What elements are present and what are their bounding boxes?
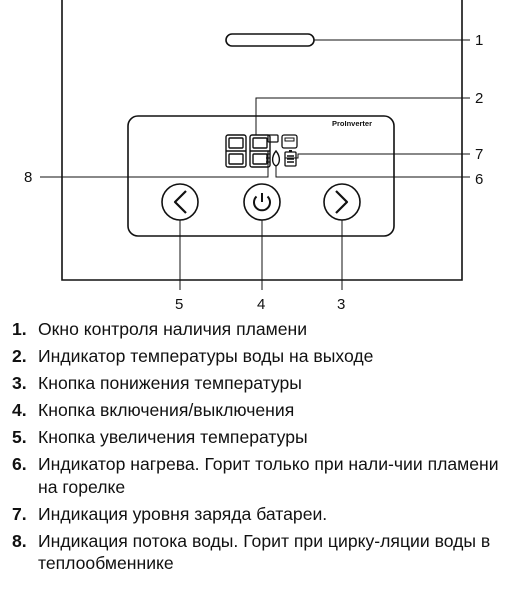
- legend-item: 8. Индикация потока воды. Горит при цирк…: [12, 530, 512, 575]
- legend-text: Кнопка увеличения температуры: [38, 427, 308, 447]
- legend-text: Индикатор температуры воды на выходе: [38, 346, 374, 366]
- legend-item: 4. Кнопка включения/выключения: [12, 399, 512, 422]
- callout-number: 8: [24, 169, 32, 186]
- status-box-small: [267, 134, 279, 143]
- water-flow-icon: [266, 151, 270, 165]
- power-button[interactable]: [243, 183, 281, 221]
- battery-icon: [284, 150, 297, 167]
- legend-item: 1. Окно контроля наличия пламени: [12, 318, 512, 341]
- temperature-down-button[interactable]: [161, 183, 199, 221]
- legend-text: Индикация потока воды. Горит при цирку-л…: [38, 530, 491, 574]
- legend-number: 4.: [12, 400, 27, 420]
- power-icon: [253, 193, 271, 212]
- callout-number: 5: [175, 296, 183, 313]
- legend-number: 6.: [12, 454, 27, 474]
- legend-text: Окно контроля наличия пламени: [38, 319, 308, 339]
- callout-number: 4: [257, 296, 265, 313]
- legend-number: 8.: [12, 530, 27, 551]
- brand-label: ProInverter: [332, 119, 372, 128]
- callout-number: 1: [475, 32, 483, 49]
- legend-item: 3. Кнопка понижения температуры: [12, 372, 512, 395]
- legend-item: 5. Кнопка увеличения температуры: [12, 426, 512, 449]
- callout-number: 7: [475, 146, 483, 163]
- legend-text: Индикатор нагрева. Горит только при нали…: [38, 454, 499, 497]
- callout-number: 2: [475, 90, 483, 107]
- heater-front-panel-diagram: ProInverter: [24, 0, 483, 313]
- legend-text: Индикация уровня заряда батареи.: [38, 503, 328, 524]
- chevron-left-icon: [173, 190, 187, 214]
- legend-list: 1. Окно контроля наличия пламени 2. Инди…: [12, 318, 512, 579]
- legend-number: 1.: [12, 319, 27, 339]
- legend-text: Кнопка понижения температуры: [38, 373, 302, 393]
- legend-number: 7.: [12, 503, 27, 524]
- legend-text: Кнопка включения/выключения: [38, 400, 295, 420]
- flame-window: [225, 33, 315, 47]
- callout-leader-lines: [40, 39, 470, 290]
- callout-number: 6: [475, 171, 483, 188]
- unit-indicator-inner: [284, 137, 295, 142]
- legend-number: 2.: [12, 346, 27, 366]
- legend-item: 2. Индикатор температуры воды на выходе: [12, 345, 512, 368]
- legend-item: 6. Индикатор нагрева. Горит только при н…: [12, 453, 512, 498]
- callout-number: 3: [337, 296, 345, 313]
- legend-item: 7. Индикация уровня заряда батареи.: [12, 503, 512, 526]
- legend-number: 5.: [12, 427, 27, 447]
- temperature-display: [225, 134, 271, 168]
- chevron-right-icon: [335, 190, 349, 214]
- temperature-up-button[interactable]: [323, 183, 361, 221]
- unit-indicator-box: [281, 134, 298, 149]
- legend-number: 3.: [12, 373, 27, 393]
